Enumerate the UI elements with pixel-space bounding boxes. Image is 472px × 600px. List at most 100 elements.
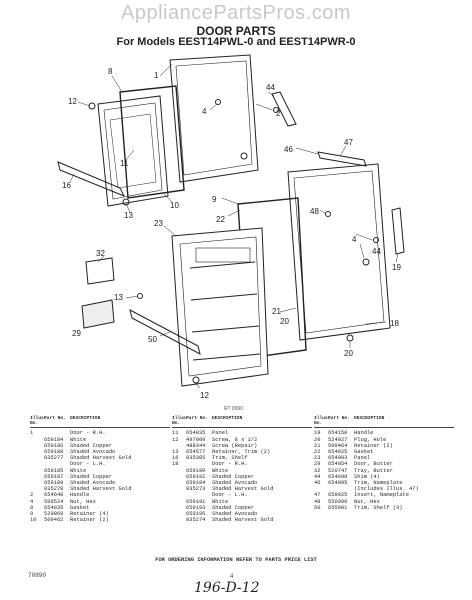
table-row: 16 835385 Trim, Shelf	[172, 455, 312, 461]
shelf-trim-upper	[57, 161, 126, 197]
table-row: 32 520747 Tray, Butter	[314, 468, 454, 474]
callout-4a: 4	[202, 107, 207, 116]
part-number-cell: 659193	[186, 504, 206, 511]
part-number-cell: 835385	[186, 455, 206, 462]
part-number-cell: 654690	[328, 473, 348, 480]
part-number-cell: 520869	[44, 511, 64, 518]
callout-22: 22	[216, 215, 225, 224]
illus-cell: 16	[172, 455, 179, 462]
header-part: Part No.	[328, 416, 351, 421]
description-cell: Shim (4)	[354, 473, 380, 480]
part-number-cell: 659187	[44, 473, 64, 480]
description-cell: Retainer (2)	[354, 442, 393, 449]
description-cell: White	[70, 467, 87, 474]
description-cell: Gasket	[354, 449, 374, 456]
description-cell: White	[212, 467, 229, 474]
illus-cell: 32	[314, 467, 321, 474]
page-number: 4	[230, 574, 234, 580]
callout-20a: 20	[280, 317, 289, 326]
description-cell: Door - R.H.	[212, 461, 248, 468]
handwritten-note: 196-D-12	[194, 580, 260, 596]
description-cell: Tray, Butter	[354, 467, 393, 474]
callout-29: 29	[72, 329, 81, 338]
document-number: 70890	[28, 572, 47, 579]
description-cell: Trim, Shelf (3)	[354, 504, 403, 511]
freezer-gasket	[119, 85, 185, 199]
part-number-cell: 659194	[186, 480, 206, 487]
illus-cell: 1	[30, 430, 34, 437]
description-cell: Insert, Nameplate	[354, 492, 409, 499]
illus-cell: 48	[314, 498, 321, 505]
ordering-note: FOR ORDERING INFORMATION REFER TO PARTS …	[155, 557, 317, 563]
figure-code: RT 0090	[224, 406, 243, 412]
description-cell: White	[70, 436, 87, 443]
description-cell: Panel	[212, 430, 229, 437]
illus-cell	[172, 517, 186, 523]
illus-cell: 8	[30, 504, 34, 511]
header-description: DESCRIPTION	[354, 416, 385, 421]
description-cell: Screw (Repair)	[212, 442, 258, 449]
table-row: 488344 Screw (Repair)	[172, 443, 312, 449]
part-number-cell: 556000	[328, 498, 348, 505]
description-cell: Shaded Copper	[212, 473, 255, 480]
illus-cell: 23	[314, 455, 321, 462]
description-cell: White	[212, 498, 229, 505]
part-number-cell: 654150	[328, 430, 348, 437]
butter-tray	[85, 257, 115, 285]
description-cell: Shaded Harvest Gold	[70, 486, 132, 493]
header-description: DESCRIPTION	[212, 416, 243, 421]
header-part: Part No.	[44, 416, 67, 421]
part-number-cell: 659186	[44, 442, 64, 449]
illus-cell: 21	[314, 442, 321, 449]
callout-19: 19	[392, 263, 401, 272]
part-number-cell: 659184	[44, 436, 64, 443]
header-part: Part No.	[186, 416, 209, 421]
fresh-food-handle	[391, 207, 405, 255]
table-row: (Includes Illus. 47)	[314, 486, 454, 492]
part-number-cell: 659195	[186, 511, 206, 518]
part-number-cell: 835277	[44, 455, 64, 462]
table-row: 19 654150 Handle	[314, 430, 454, 436]
fresh-food-door-liner	[171, 227, 269, 387]
callout-18: 18	[390, 319, 399, 328]
callout-2: 2	[276, 109, 281, 118]
shelf-trim-lower	[129, 309, 201, 355]
part-number-cell: 509524	[44, 498, 64, 505]
freezer-door-outer	[169, 54, 259, 183]
part-number-cell: 835278	[44, 486, 64, 493]
callout-4b: 4	[352, 235, 357, 244]
illus-cell: 46	[314, 480, 321, 487]
description-cell: Trim, Shelf	[212, 455, 248, 462]
fresh-food-door-outer	[287, 163, 391, 341]
part-number-cell: 659189	[44, 480, 64, 487]
table-row: 48 556000 Nut, Hex	[314, 499, 454, 505]
illus-cell: 19	[314, 430, 321, 437]
illus-cell: 13	[172, 449, 179, 456]
part-number-cell: 488344	[186, 442, 206, 449]
callout-12b: 12	[200, 391, 209, 400]
part-number-cell: 654577	[186, 449, 206, 456]
callout-46: 46	[284, 145, 293, 154]
table-row: Door - L.H.	[30, 461, 170, 467]
part-number-cell: 520747	[328, 467, 348, 474]
part-number-cell: 509462	[44, 517, 64, 524]
description-cell: Handle	[354, 430, 374, 437]
illus-cell: 29	[314, 461, 321, 468]
description-cell: Nut, Hex	[354, 498, 380, 505]
